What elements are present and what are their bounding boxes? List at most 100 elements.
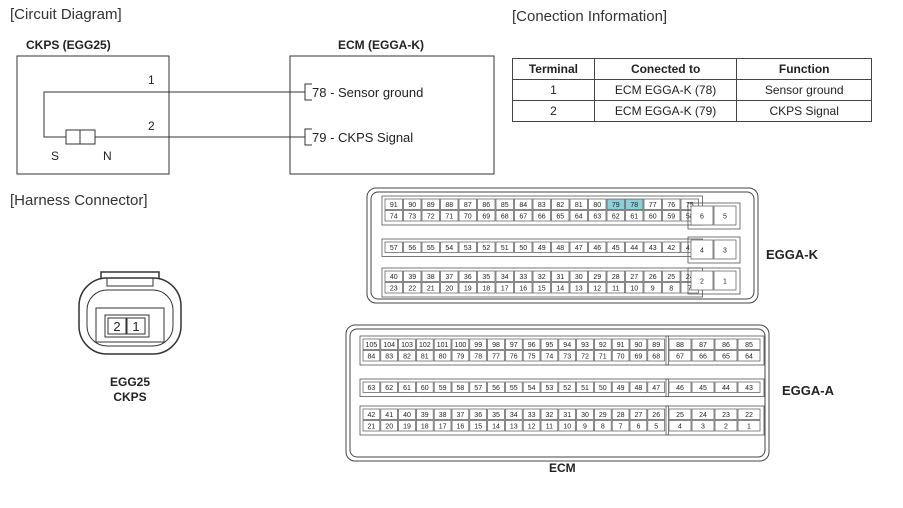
pin-cell	[588, 198, 607, 210]
pin-number: 75	[528, 354, 536, 361]
pin-cell	[606, 198, 625, 210]
pin-cell	[558, 350, 576, 362]
pin-cell	[421, 270, 440, 282]
pin-cell	[643, 241, 662, 253]
pin-block-frame	[359, 335, 670, 366]
pin-cell	[458, 210, 477, 222]
pin-number: 22	[408, 286, 416, 293]
pin-cell	[421, 282, 440, 294]
pin-number: 7	[619, 424, 623, 431]
pin-cell	[514, 241, 533, 253]
pin-number: 58	[686, 214, 694, 221]
pin-number: 2	[724, 424, 728, 431]
pin-cell	[398, 381, 416, 393]
pin-number: 62	[385, 385, 393, 392]
pin-cell	[495, 241, 514, 253]
pin-cell	[514, 270, 533, 282]
pin-cell	[569, 270, 588, 282]
pin-cell	[451, 350, 470, 362]
pin-number: 102	[419, 342, 431, 349]
pin-number: 36	[474, 412, 482, 419]
pin-cell	[505, 350, 523, 362]
pin-cell	[588, 282, 607, 294]
pin-cell	[451, 420, 470, 432]
pin-cell	[469, 420, 487, 432]
pin-cell	[737, 381, 761, 393]
pin-cell	[588, 270, 607, 282]
pin-cell	[477, 241, 496, 253]
pin-number: 95	[546, 342, 554, 349]
pin-number: 45	[699, 385, 707, 392]
pin-number: 83	[538, 202, 546, 209]
pin-number: 15	[538, 286, 546, 293]
pin-cell	[433, 408, 452, 420]
connector-pin-2	[107, 317, 127, 335]
pin-number: 86	[722, 342, 730, 349]
table-header: Function	[736, 58, 872, 80]
pin-number: 69	[635, 354, 643, 361]
pin-cell	[625, 241, 644, 253]
pin-number: 61	[403, 385, 411, 392]
pin-number: 57	[390, 245, 398, 252]
pin-number: 52	[482, 245, 490, 252]
pin-number: 67	[519, 214, 527, 221]
pin-number: 81	[575, 202, 583, 209]
table-cell: ECM EGGA-K (78)	[593, 79, 738, 101]
pin-number: 12	[528, 424, 536, 431]
pin-number: 44	[722, 385, 730, 392]
pin-number: 40	[403, 412, 411, 419]
pin-number: 51	[581, 385, 589, 392]
pin-number: 17	[501, 286, 509, 293]
pin-cell	[487, 350, 505, 362]
table-row: 1 ECM EGGA-K (78) Sensor ground	[512, 79, 872, 101]
pin-number: 18	[482, 286, 490, 293]
pin-number: 23	[722, 412, 730, 419]
pin-number: 76	[510, 354, 518, 361]
pin-number: 41	[385, 412, 393, 419]
pin-cell	[643, 198, 662, 210]
pin-number: 85	[745, 342, 753, 349]
pin-cell	[532, 198, 551, 210]
pin-cell	[421, 210, 440, 222]
pin-number: 5	[723, 213, 727, 220]
pin-number: 25	[667, 274, 675, 281]
pin-number: 92	[599, 342, 607, 349]
pin-number: 78	[474, 354, 482, 361]
pin-number: 75	[686, 202, 694, 209]
pin-cell	[625, 282, 644, 294]
pin-cell	[662, 282, 681, 294]
pin-number: 16	[457, 424, 465, 431]
table-cell: 1	[512, 79, 595, 101]
pin-number: 66	[538, 214, 546, 221]
pin-number: 79	[612, 202, 620, 209]
pin-cell	[551, 270, 570, 282]
pin-cell	[606, 241, 625, 253]
pin-number: 62	[612, 214, 620, 221]
pin-cell	[611, 420, 630, 432]
ecm-title: ECM (EGGA-K)	[338, 38, 424, 52]
pin-cell	[505, 338, 523, 350]
pin-number: 89	[427, 202, 435, 209]
pin-number: 40	[390, 274, 398, 281]
pin-number: 90	[408, 202, 416, 209]
pin-number: 22	[745, 412, 753, 419]
pin-number: 15	[474, 424, 482, 431]
pin-cell	[606, 282, 625, 294]
pin-number: 100	[455, 342, 467, 349]
pin-number: 20	[385, 424, 393, 431]
pin-number: 6	[636, 424, 640, 431]
pin-cell	[668, 381, 692, 393]
pin-number: 98	[492, 342, 500, 349]
pin-number: 69	[482, 214, 490, 221]
pin-number: 88	[676, 342, 684, 349]
pin-number: 33	[519, 274, 527, 281]
pin-cell	[576, 338, 594, 350]
pin-number: 5	[654, 424, 658, 431]
pin-cell	[594, 350, 612, 362]
pin-cell	[384, 241, 403, 253]
pin-cell	[569, 282, 588, 294]
connector-latch-inner	[106, 278, 154, 287]
